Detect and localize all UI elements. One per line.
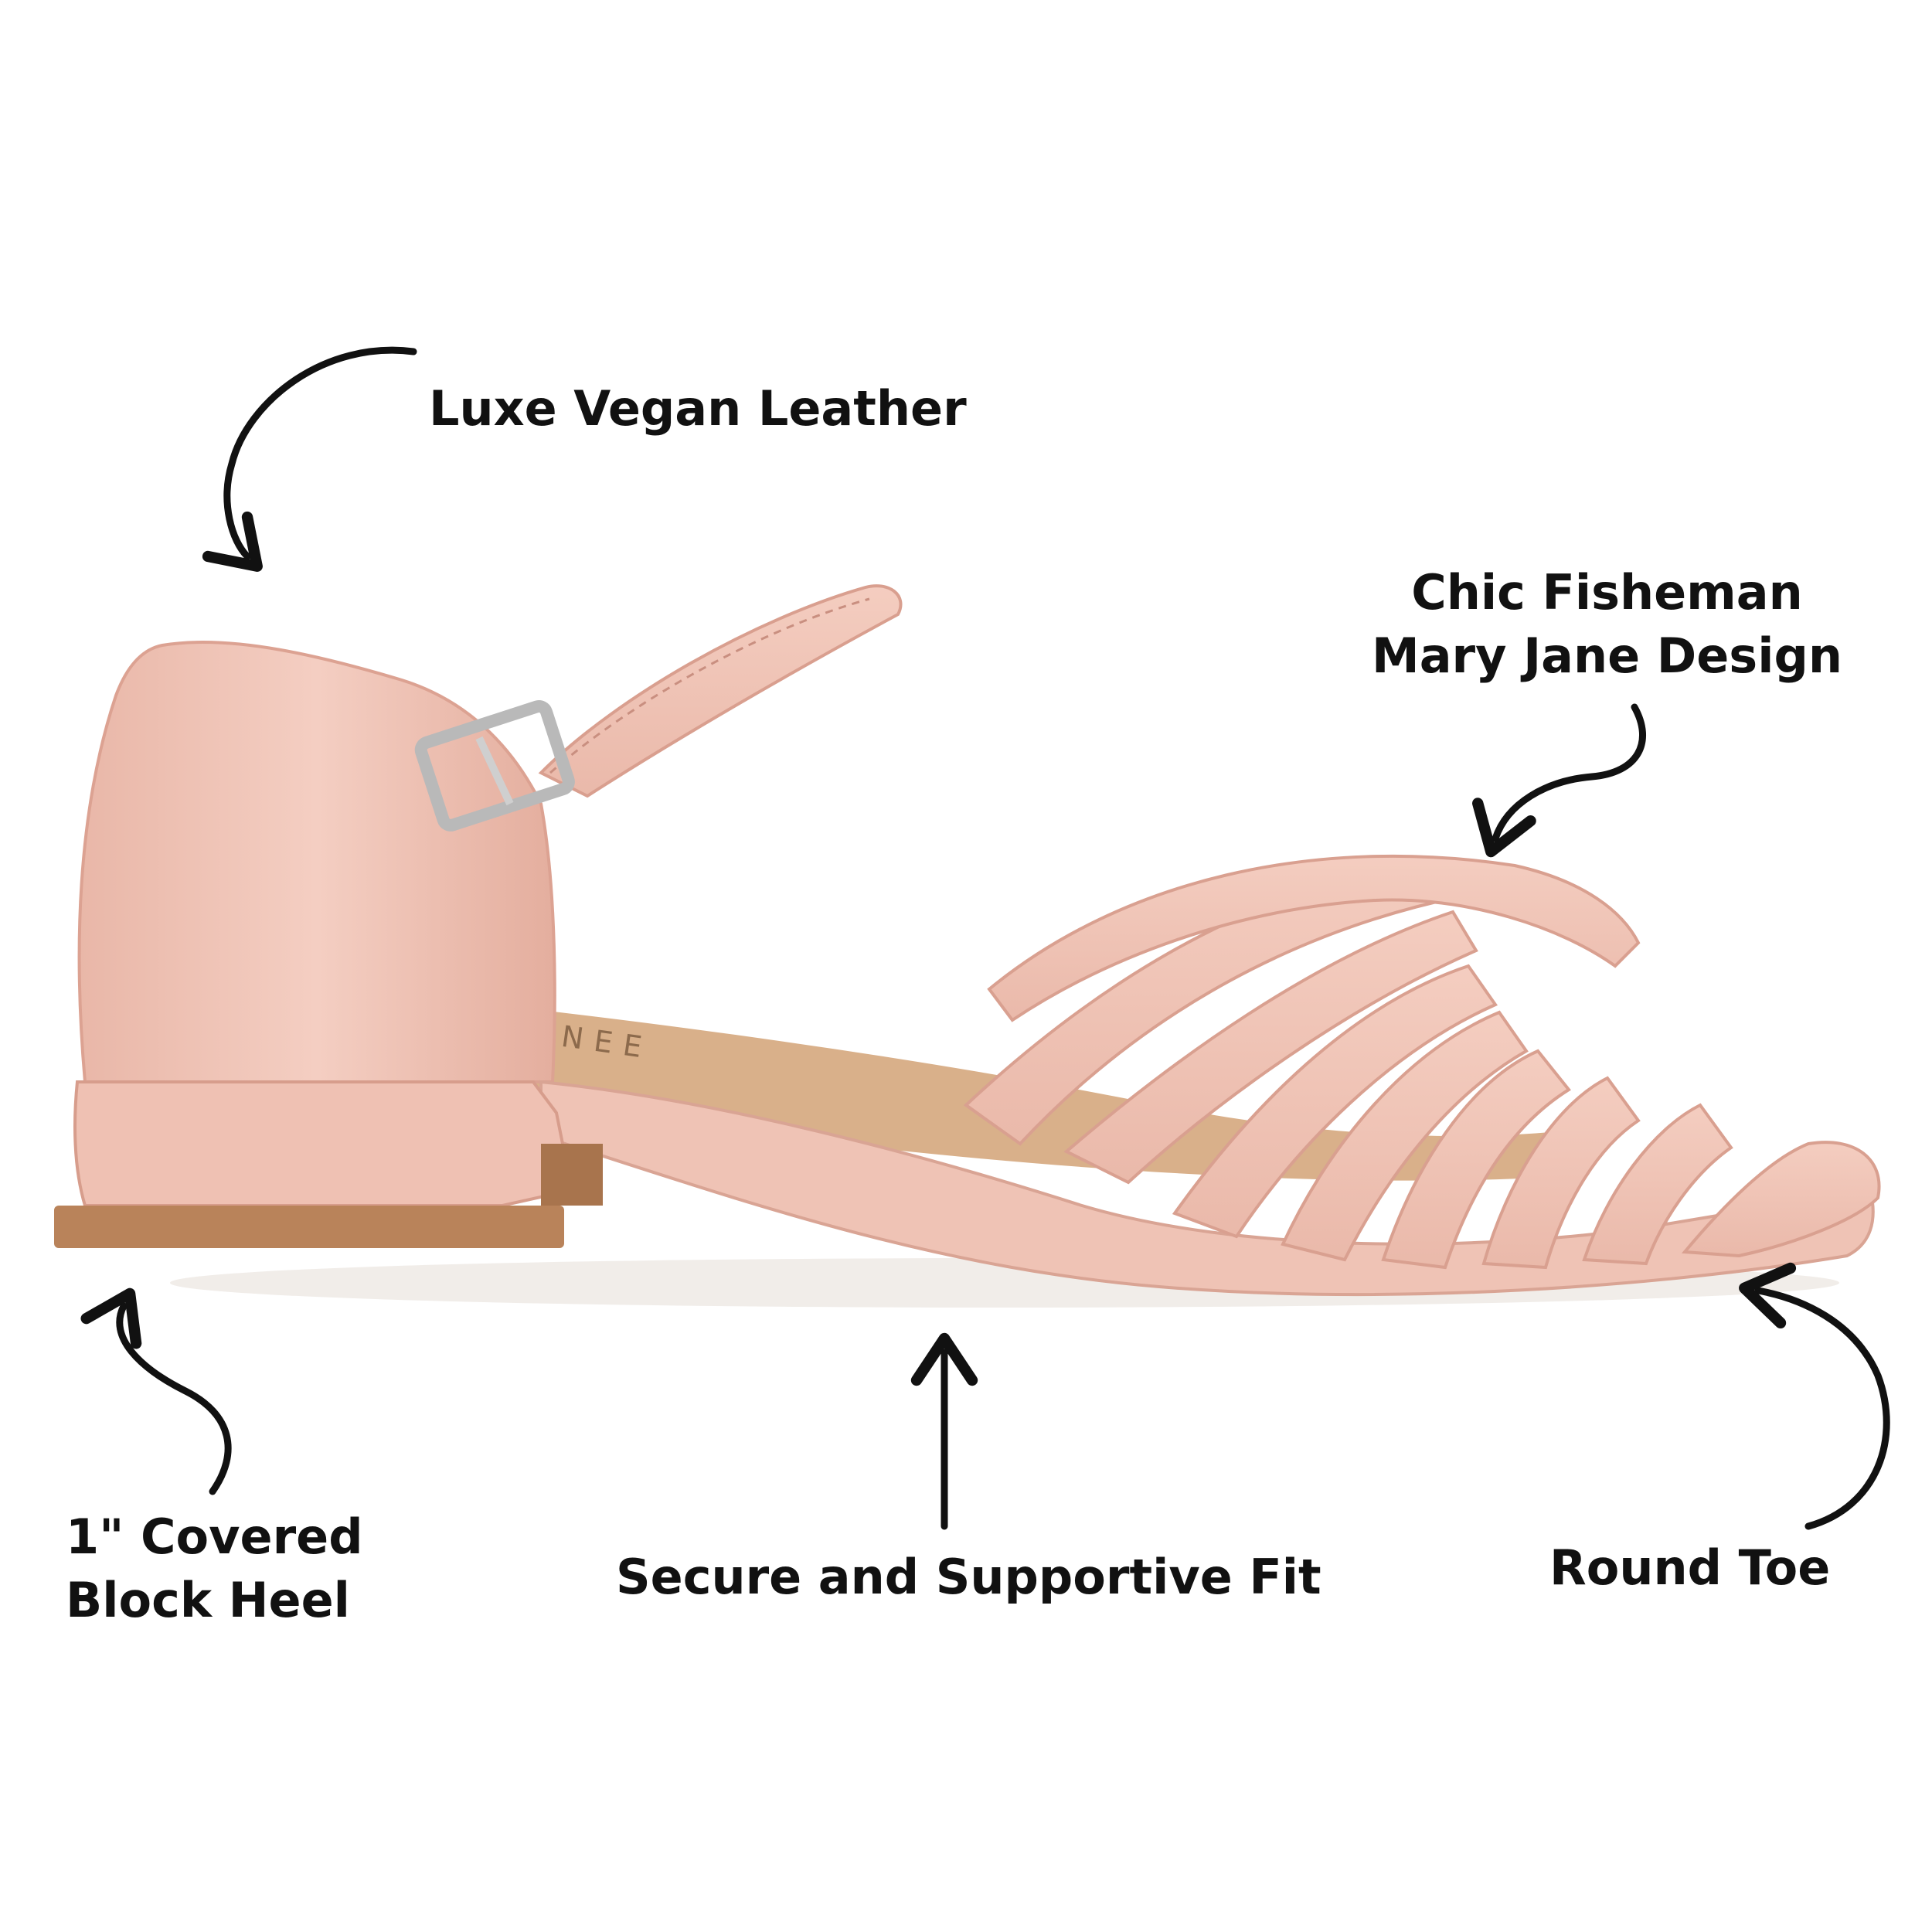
callout-fit-line-1: Secure and Supportive Fit xyxy=(616,1549,1321,1605)
callout-fit: Secure and Supportive Fit xyxy=(616,1546,1321,1609)
curved-arrow-icon xyxy=(80,1287,232,1495)
block-heel xyxy=(73,1080,574,1207)
curved-arrow-icon xyxy=(202,346,417,572)
callout-heel-line-1: 1" Covered xyxy=(66,1509,363,1565)
ankle-strap xyxy=(538,584,903,798)
callout-design: Chic Fisheman Mary Jane Design xyxy=(1372,561,1842,688)
outsole-strip xyxy=(541,1144,603,1206)
curved-arrow-icon xyxy=(1472,703,1646,858)
heel-counter xyxy=(77,641,556,1083)
callout-material: Luxe Vegan Leather xyxy=(429,377,967,440)
buckle-icon xyxy=(414,700,575,832)
curved-arrow-icon xyxy=(1739,1262,1890,1530)
callout-heel: 1" Covered Block Heel xyxy=(66,1505,363,1632)
callout-design-line-1: Chic Fisheman xyxy=(1411,564,1803,621)
heel-tip xyxy=(54,1206,564,1248)
toe-cage xyxy=(963,854,1881,1270)
callout-design-line-2: Mary Jane Design xyxy=(1372,628,1842,684)
callout-toe-line-1: Round Toe xyxy=(1549,1539,1831,1596)
callout-heel-line-2: Block Heel xyxy=(66,1572,350,1628)
callout-toe: Round Toe xyxy=(1549,1536,1830,1600)
ankle-strap-stitch xyxy=(549,597,870,774)
callout-material-line-1: Luxe Vegan Leather xyxy=(429,380,967,437)
